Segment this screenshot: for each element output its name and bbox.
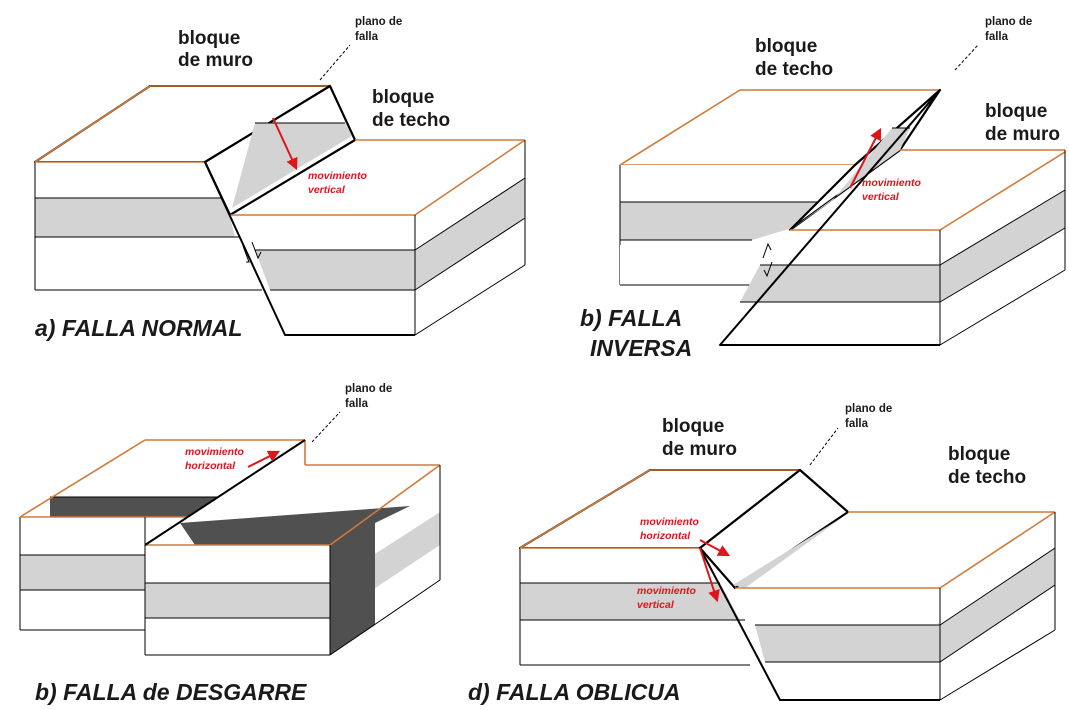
label-bloque-techo-line1: bloque — [372, 87, 434, 108]
label-movement-v-line2: vertical — [637, 599, 675, 611]
panel-title-reverse-line2: INVERSA — [590, 335, 692, 361]
panel-oblique-fault — [519, 427, 1056, 701]
plane-leader — [311, 411, 341, 443]
block-left — [34, 85, 331, 291]
label-movement-line2: vertical — [308, 184, 346, 196]
label-plano-line2: falla — [355, 31, 379, 43]
label-movement-line1: movimiento — [185, 446, 245, 458]
label-bloque-muro-line1: bloque — [662, 416, 724, 437]
plane-leader — [809, 427, 839, 466]
label-movement-line2: horizontal — [185, 460, 236, 472]
movement-arrow — [272, 117, 298, 171]
label-bloque-techo-line2: de techo — [372, 110, 450, 131]
label-bloque-muro-line2: de muro — [662, 439, 737, 460]
panel-title-oblique: d) FALLA OBLICUA — [468, 679, 681, 705]
block-right — [204, 139, 526, 336]
label-movement-line1: movimiento — [308, 170, 368, 182]
label-bloque-muro-line1: bloque — [178, 28, 240, 49]
label-movement-h-line1: movimiento — [640, 516, 700, 528]
label-plano-line2: falla — [345, 398, 369, 410]
label-plano-line1: plano de — [345, 383, 392, 395]
panel-title-strike-slip: b) FALLA de DESGARRE — [35, 679, 307, 705]
label-bloque-muro-line1: bloque — [985, 101, 1047, 122]
slip-arrow-left — [762, 242, 772, 259]
panel-title-normal: a) FALLA NORMAL — [35, 315, 242, 341]
label-plano-line1: plano de — [355, 16, 402, 28]
panel-strike-slip-fault — [19, 411, 441, 656]
plane-leader — [319, 44, 351, 81]
label-bloque-techo-line1: bloque — [948, 444, 1010, 465]
block-front — [144, 439, 441, 656]
slip-arrow-right — [763, 261, 773, 278]
label-bloque-techo-line1: bloque — [755, 36, 817, 57]
movement-arrow — [849, 127, 882, 189]
label-plano-line2: falla — [845, 418, 869, 430]
slip-arrow-right — [251, 241, 262, 260]
slip-arrow-left — [242, 245, 250, 263]
label-plano-line2: falla — [985, 31, 1009, 43]
label-movement-h-line2: horizontal — [640, 530, 691, 542]
label-movement-line2: vertical — [862, 191, 900, 203]
label-bloque-techo-line2: de techo — [755, 59, 833, 80]
label-movement-v-line1: movimiento — [637, 585, 697, 597]
label-bloque-techo-line2: de techo — [948, 467, 1026, 488]
block-left — [519, 469, 801, 666]
label-bloque-muro-line2: de muro — [178, 50, 253, 71]
label-plano-line1: plano de — [985, 16, 1032, 28]
block-left — [619, 165, 855, 286]
plane-leader — [954, 44, 979, 71]
panel-title-reverse-line1: b) FALLA — [580, 305, 682, 331]
label-movement-line1: movimiento — [862, 177, 922, 189]
movement-arrow-vertical — [699, 547, 720, 603]
panel-normal-fault — [34, 44, 526, 336]
block-right — [719, 89, 1066, 346]
panel-reverse-fault — [619, 44, 1066, 350]
block-right — [699, 511, 1056, 701]
movement-arrow-horizontal — [699, 539, 731, 557]
movement-arrow — [247, 450, 281, 468]
label-plano-line1: plano de — [845, 403, 892, 415]
label-bloque-muro-line2: de muro — [985, 124, 1060, 145]
